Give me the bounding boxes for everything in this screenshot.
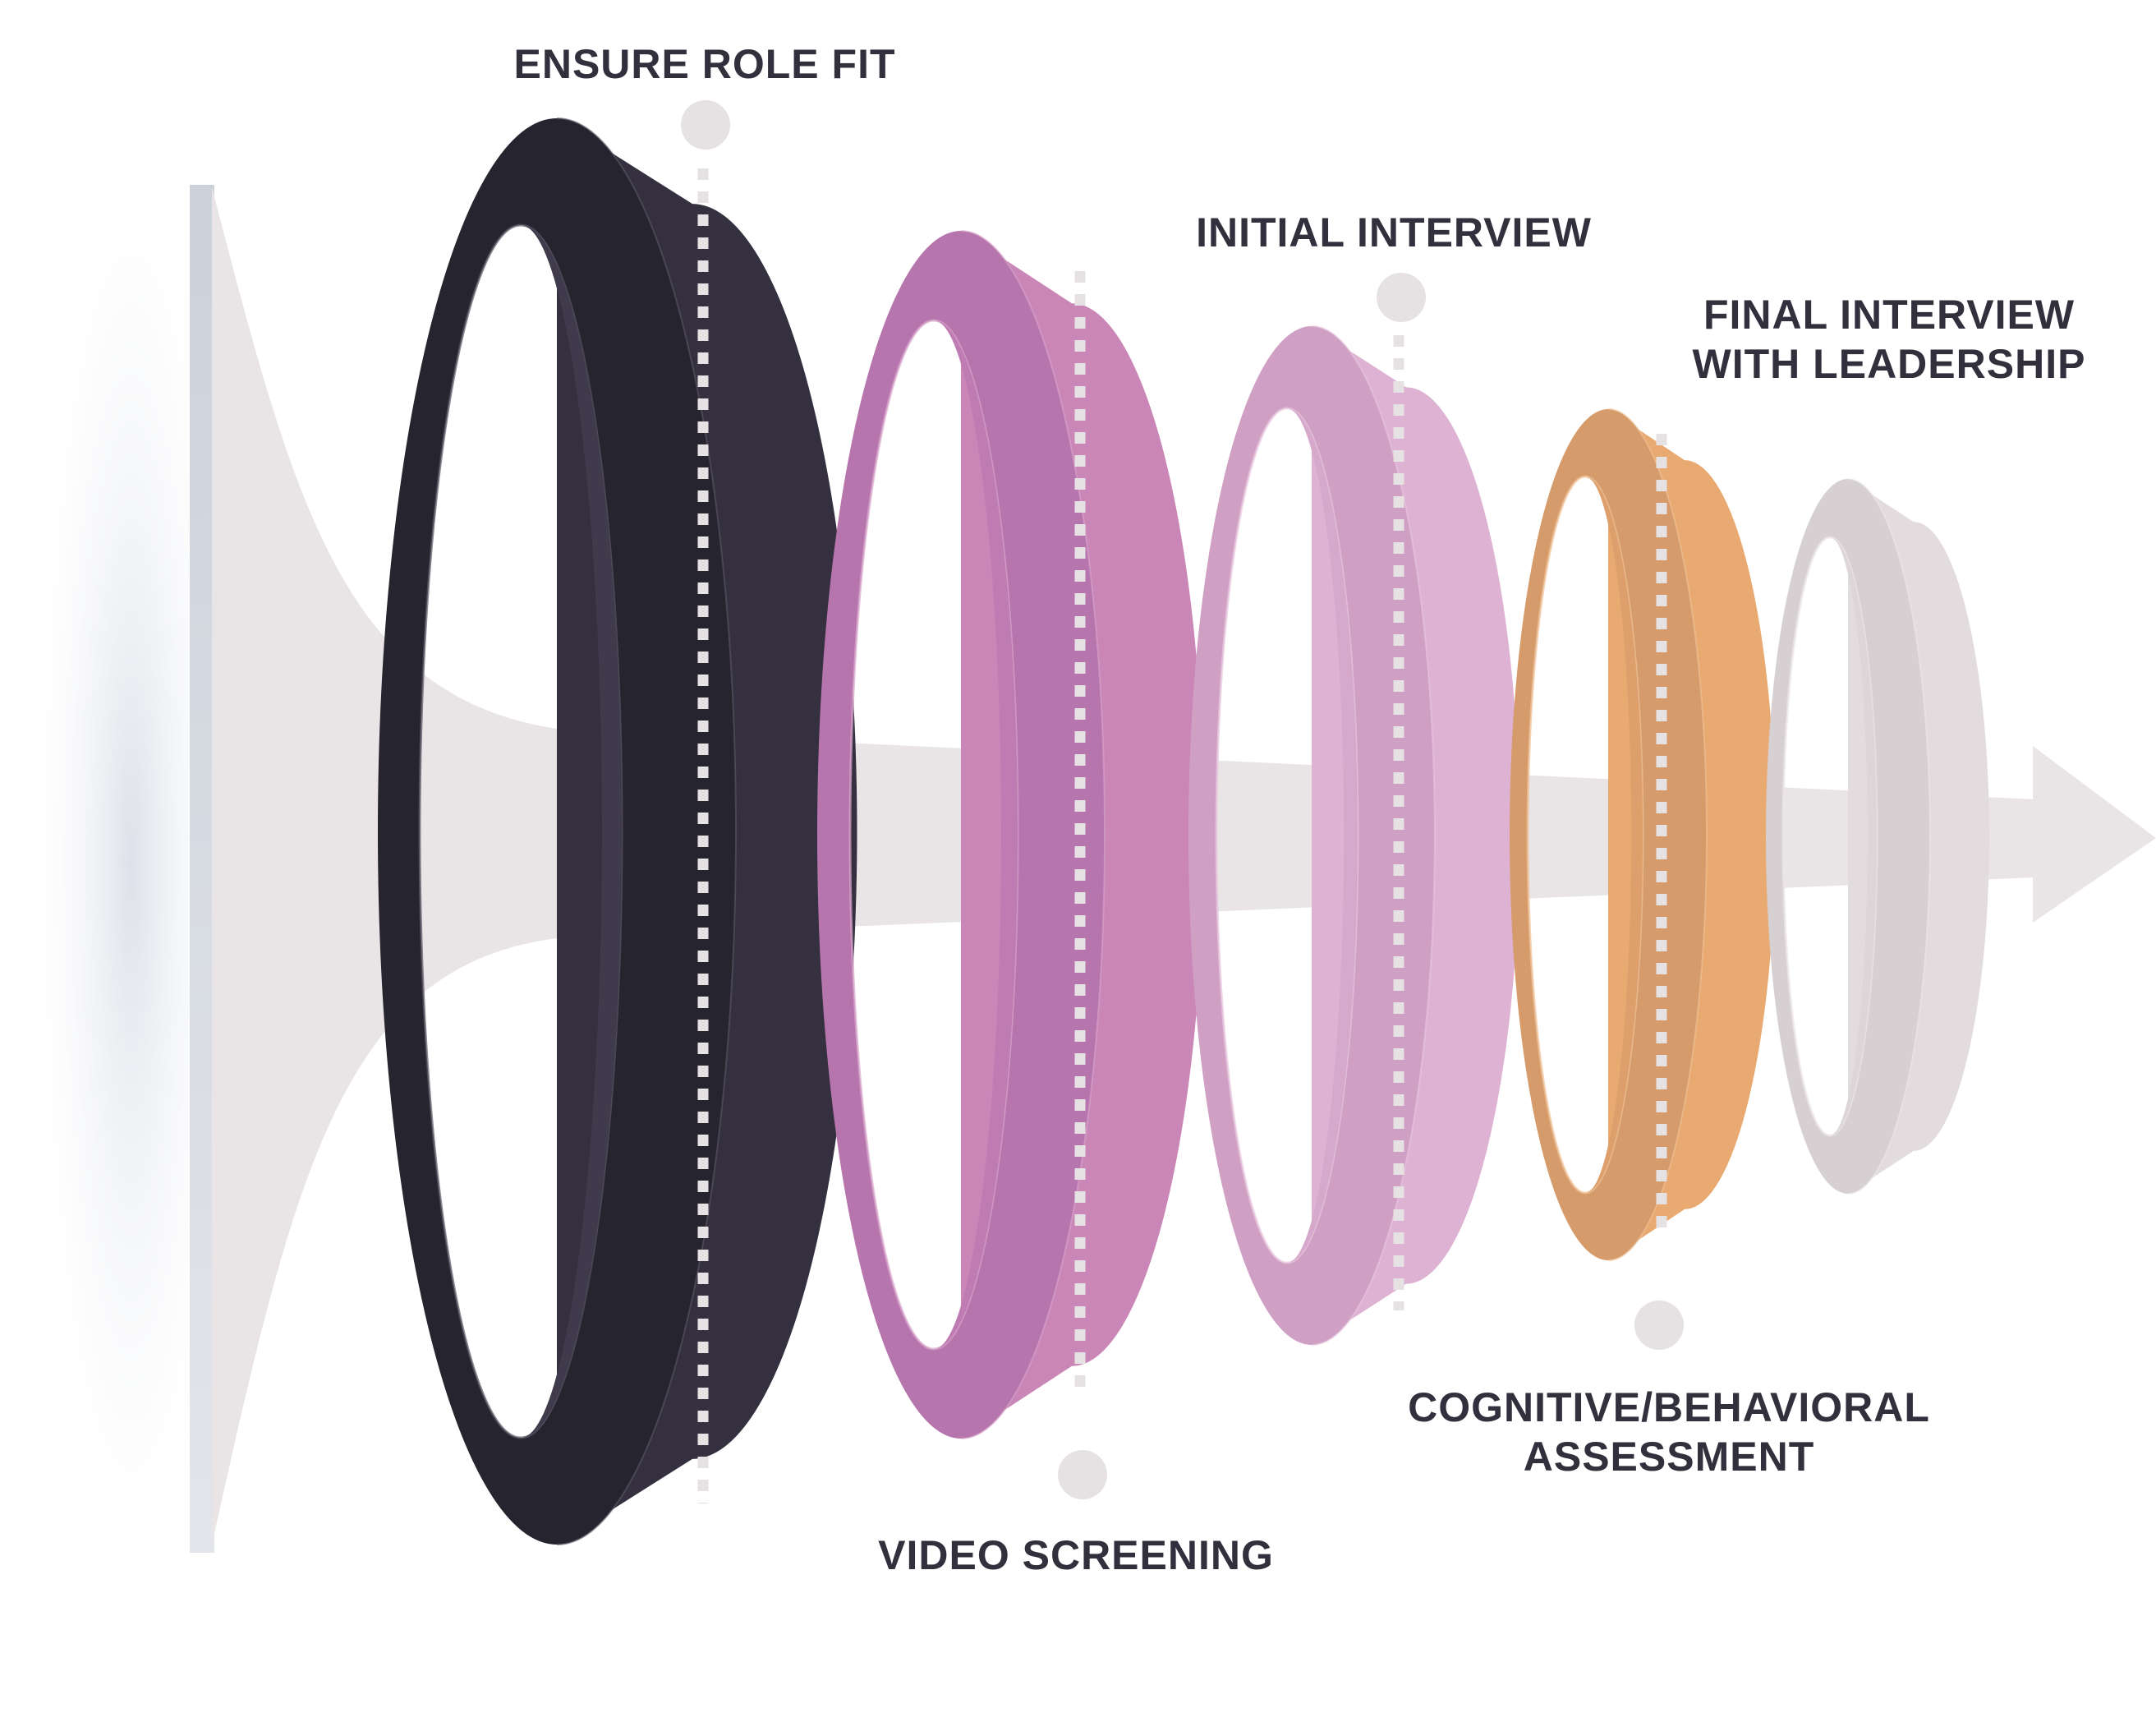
funnel-back-wall xyxy=(190,185,214,1553)
stage-marker-dot xyxy=(1634,1301,1684,1350)
ring-face xyxy=(817,231,1105,1439)
ring-front-edge xyxy=(556,117,737,1545)
stage-marker-dot xyxy=(1377,273,1426,322)
ring-front-edge xyxy=(1847,478,1931,1195)
label-line: ENSURE ROLE FIT xyxy=(513,41,895,87)
label-line: INITIAL INTERVIEW xyxy=(1196,209,1592,256)
ring-inner-wall xyxy=(1585,477,1643,1193)
ring-face xyxy=(1188,325,1436,1346)
ring-inner-wall xyxy=(521,225,622,1438)
ring-inner-wall xyxy=(1287,408,1358,1263)
label-video-screening: VIDEO SCREENING xyxy=(878,1532,1274,1578)
label-initial-interview: INITIAL INTERVIEW xyxy=(1196,209,1592,256)
ring-inner-wall xyxy=(1830,537,1877,1135)
label-line: VIDEO SCREENING xyxy=(878,1532,1274,1578)
arrow-head xyxy=(2033,746,2156,923)
ring-front-edge xyxy=(960,230,1106,1439)
stage-marker-dot xyxy=(1058,1450,1107,1499)
label-line: COGNITIVE/BEHAVIORAL xyxy=(1408,1384,1930,1430)
stage-marker-dot xyxy=(681,100,730,150)
ring-front-edge xyxy=(1607,408,1708,1261)
ring-ensure-role-fit xyxy=(378,117,857,1545)
ring-front-edge xyxy=(1311,325,1436,1346)
stage-labels: ENSURE ROLE FIT VIDEO SCREENING INITIAL IN… xyxy=(513,41,2085,1578)
label-line: FINAL INTERVIEW xyxy=(1703,292,2075,338)
ring-face xyxy=(1766,479,1930,1194)
label-line: WITH LEADERSHIP xyxy=(1693,341,2086,387)
wall-shadow xyxy=(25,82,238,1643)
ring-face xyxy=(378,118,736,1545)
ring-initial-interview xyxy=(1188,325,1519,1346)
label-ensure-role-fit: ENSURE ROLE FIT xyxy=(513,41,895,87)
label-line: ASSESSMENT xyxy=(1524,1434,1815,1480)
ring-final-interview-with-leadership xyxy=(1766,478,1989,1195)
ring-inner-wall xyxy=(934,320,1018,1349)
